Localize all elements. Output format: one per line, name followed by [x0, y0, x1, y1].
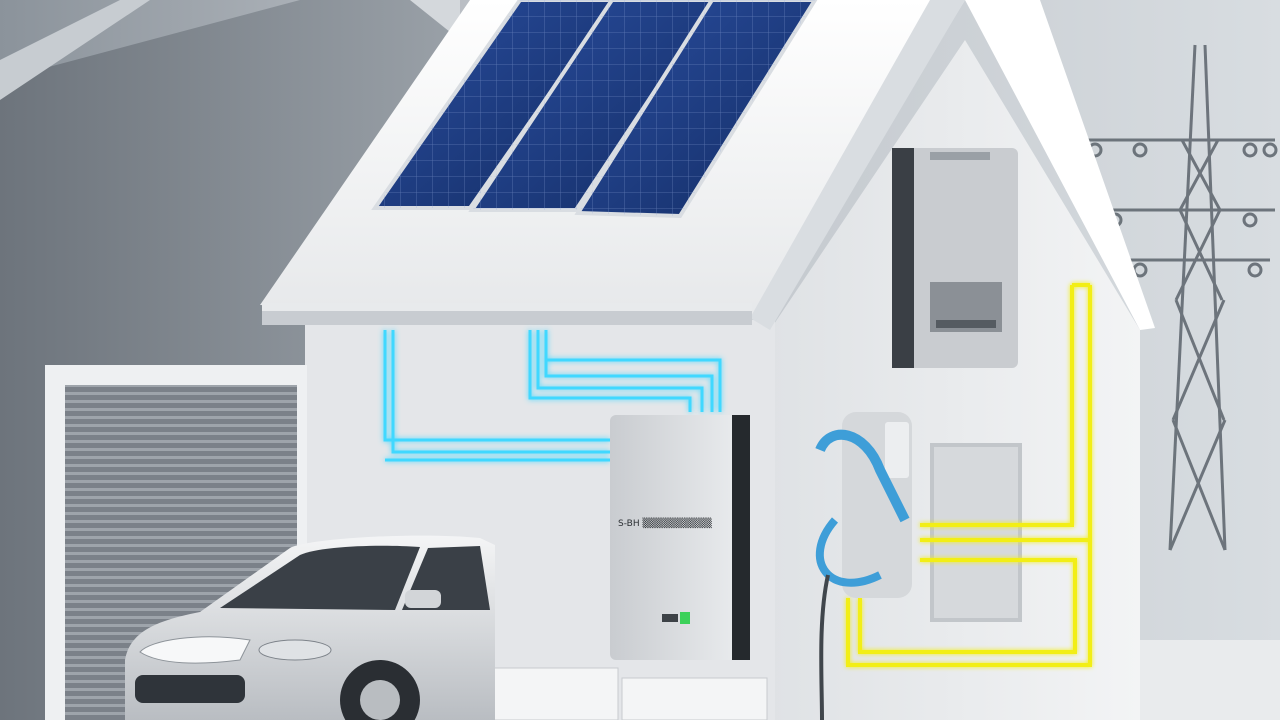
solar-panel-icon: [371, 0, 618, 210]
inverter-icon: [892, 148, 1018, 368]
solar-panel-array: [371, 0, 818, 219]
home-battery-icon: S-BH ▒▒▒▒▒▒▒▒▒▒: [610, 415, 750, 660]
ev-charger-icon: [815, 412, 912, 720]
solar-panel-icon: [574, 0, 818, 219]
electric-car-icon: [125, 535, 495, 720]
power-pylon-icon: [1085, 44, 1278, 551]
solar-panel-icon: [468, 0, 718, 212]
battery-label: S-BH ▒▒▒▒▒▒▒▒▒▒: [618, 517, 712, 529]
dc-wiring: [383, 330, 722, 462]
ac-wiring: [846, 283, 1092, 667]
battery-modules: [487, 667, 768, 720]
